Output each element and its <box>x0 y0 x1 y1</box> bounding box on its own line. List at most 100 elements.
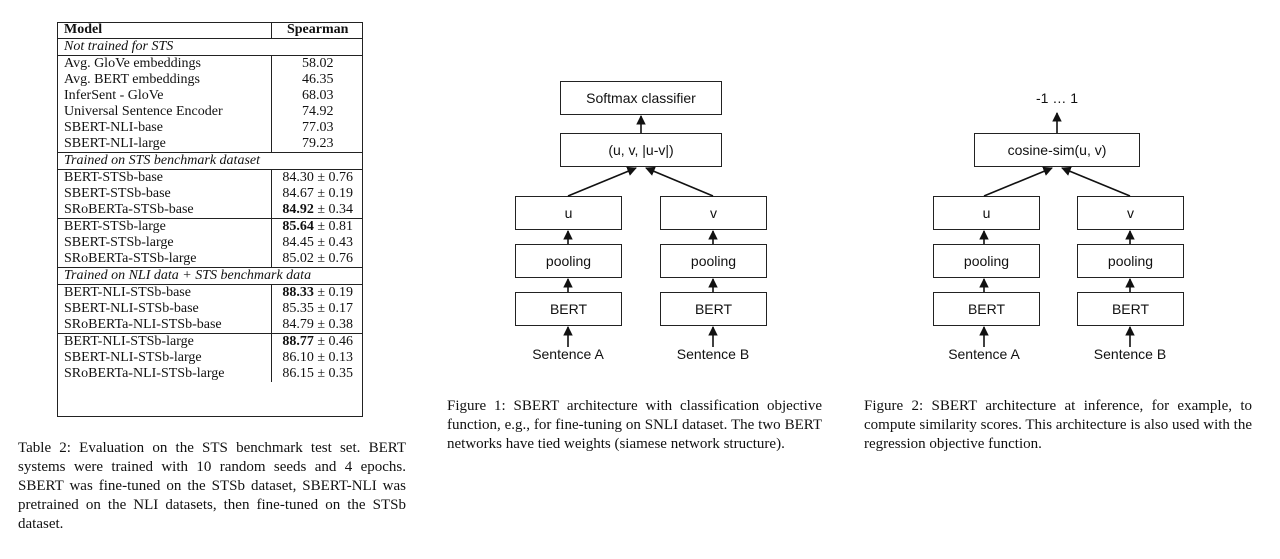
spearman-sd: 0.76 <box>328 170 354 185</box>
spearman-sd: 0.35 <box>328 366 354 381</box>
spearman-mean: 84.92 <box>282 202 314 217</box>
figure2-caption: Figure 2: SBERT architecture at inferenc… <box>864 398 1252 452</box>
fig2-bert-right-node: BERT <box>1077 292 1184 326</box>
plus-minus-symbol: ± <box>317 219 326 234</box>
spearman-mean: 88.33 <box>282 285 314 300</box>
model-cell: SRoBERTa-NLI-STSb-large <box>64 366 225 381</box>
fig2-embedding-u-node: u <box>933 196 1040 230</box>
fig1-sentence-b-label: Sentence B <box>676 346 750 362</box>
plus-minus-symbol: ± <box>317 170 326 185</box>
plus-minus-symbol: ± <box>317 285 326 300</box>
model-cell: SBERT-NLI-large <box>64 136 166 151</box>
spearman-cell: 46.35 <box>271 72 363 88</box>
fig1-sentence-a-label: Sentence A <box>532 346 604 362</box>
spearman-mean: 86.10 <box>282 350 314 365</box>
fig1-arrow-u-to-concat <box>567 166 637 197</box>
spearman-mean: 85.02 <box>282 251 314 266</box>
table-group-row: Trained on NLI data + STS benchmark data <box>57 267 363 285</box>
spearman-cell: 88.77 ± 0.46 <box>271 333 363 350</box>
plus-minus-symbol: ± <box>317 366 326 381</box>
table-group-title: Trained on NLI data + STS benchmark data <box>57 267 363 285</box>
spearman-cell: 84.45 ± 0.43 <box>271 235 363 251</box>
fig1-bert-left-node: BERT <box>515 292 622 326</box>
spearman-sd: 0.17 <box>328 301 354 316</box>
spearman-cell: 86.10 ± 0.13 <box>271 350 363 366</box>
fig2-bert-left-label: BERT <box>967 301 1006 317</box>
fig2-pooling-left-label: pooling <box>963 253 1010 269</box>
plus-minus-symbol: ± <box>317 334 326 349</box>
fig1-pooling-left-label: pooling <box>545 253 592 269</box>
spearman-cell: 86.15 ± 0.35 <box>271 366 363 382</box>
plus-minus-symbol: ± <box>317 186 326 201</box>
fig2-embedding-u-label: u <box>982 205 991 221</box>
model-cell: SBERT-NLI-STSb-base <box>64 301 199 316</box>
table-row: SBERT-NLI-STSb-base 85.35 ± 0.17 <box>57 301 363 317</box>
fig1-bert-left-label: BERT <box>549 301 588 317</box>
figure1-caption: Figure 1: SBERT architecture with classi… <box>447 398 822 452</box>
table-row: Avg. GloVe embeddings 58.02 <box>57 55 363 72</box>
model-cell: InferSent - GloVe <box>64 88 164 103</box>
spearman-cell: 84.67 ± 0.19 <box>271 186 363 202</box>
spearman-mean: 84.30 <box>282 170 314 185</box>
table-group-row: Trained on STS benchmark dataset <box>57 152 363 170</box>
fig2-bert-right-label: BERT <box>1111 301 1150 317</box>
spearman-cell: 85.35 ± 0.17 <box>271 301 363 317</box>
fig2-sentence-b-label: Sentence B <box>1093 346 1167 362</box>
spearman-mean: 88.77 <box>282 334 314 349</box>
table-group-title: Not trained for STS <box>57 38 363 56</box>
fig2-embedding-v-label: v <box>1127 205 1134 221</box>
spearman-cell: 74.92 <box>271 104 363 120</box>
table-row: BERT-STSb-base 84.30 ± 0.76 <box>57 169 363 186</box>
table-row: SRoBERTa-STSb-large 85.02 ± 0.76 <box>57 251 363 268</box>
table-row: SBERT-STSb-large 84.45 ± 0.43 <box>57 235 363 251</box>
model-cell: BERT-STSb-base <box>64 170 163 185</box>
concat-node: (u, v, |u-v|) <box>560 133 722 167</box>
table-caption: Table 2: Evaluation on the STS benchmark… <box>18 440 406 532</box>
spearman-mean: 85.35 <box>282 301 314 316</box>
spearman-mean: 84.45 <box>282 235 314 250</box>
fig1-pooling-right-node: pooling <box>660 244 767 278</box>
spearman-cell: 77.03 <box>271 120 363 136</box>
spearman-mean: 86.15 <box>282 366 314 381</box>
fig1-embedding-v-node: v <box>660 196 767 230</box>
table-row: Universal Sentence Encoder 74.92 <box>57 104 363 120</box>
spearman-sd: 0.76 <box>328 251 354 266</box>
model-cell: SBERT-STSb-large <box>64 235 174 250</box>
fig1-embedding-u-label: u <box>564 205 573 221</box>
spearman-cell: 58.02 <box>271 55 363 72</box>
model-cell: SRoBERTa-NLI-STSb-base <box>64 317 222 332</box>
model-cell: SRoBERTa-STSb-large <box>64 251 197 266</box>
model-cell: SBERT-NLI-STSb-large <box>64 350 202 365</box>
fig1-arrow-v-to-concat <box>645 166 714 197</box>
spearman-cell: 85.64 ± 0.81 <box>271 218 363 235</box>
spearman-mean: 85.64 <box>282 219 314 234</box>
plus-minus-symbol: ± <box>317 301 326 316</box>
fig2-pooling-right-node: pooling <box>1077 244 1184 278</box>
spearman-sd: 0.46 <box>328 334 354 349</box>
fig2-arrow-v-to-cosine <box>1061 166 1131 197</box>
model-cell: Avg. GloVe embeddings <box>64 56 201 71</box>
model-cell: BERT-STSb-large <box>57 218 272 235</box>
model-cell: Universal Sentence Encoder <box>64 104 223 119</box>
fig2-pooling-right-label: pooling <box>1107 253 1154 269</box>
spearman-mean: 84.67 <box>282 186 314 201</box>
fig2-bert-left-node: BERT <box>933 292 1040 326</box>
spearman-sd: 0.19 <box>328 186 354 201</box>
plus-minus-symbol: ± <box>317 235 326 250</box>
plus-minus-symbol: ± <box>317 251 326 266</box>
spearman-sd: 0.81 <box>328 219 354 234</box>
softmax-classifier-label: Softmax classifier <box>586 90 696 106</box>
spearman-sd: 0.19 <box>328 285 354 300</box>
fig1-pooling-left-node: pooling <box>515 244 622 278</box>
